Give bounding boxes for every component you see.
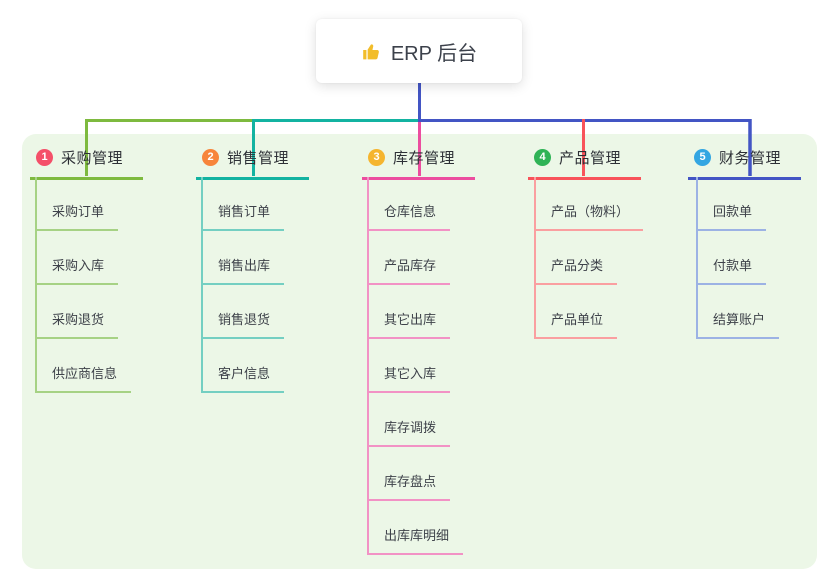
child-node[interactable]: 客户信息: [201, 363, 285, 393]
child-node[interactable]: 出库库明细: [367, 525, 464, 555]
branch-header-finance[interactable]: 5 财务管理: [688, 147, 802, 180]
child-node[interactable]: 供应商信息: [35, 363, 132, 393]
thumbs-up-icon: [363, 43, 379, 59]
branch-children-purchase: 采购订单 采购入库 采购退货 供应商信息: [35, 177, 132, 393]
branch-label: 销售管理: [227, 150, 290, 167]
child-node[interactable]: 付款单: [696, 255, 767, 285]
branch-children-product: 产品（物料） 产品分类 产品单位: [534, 177, 644, 339]
child-node[interactable]: 结算账户: [696, 309, 780, 339]
child-node[interactable]: 产品库存: [367, 255, 451, 285]
mindmap-canvas: [22, 134, 817, 569]
branch-number-badge: 2: [202, 149, 219, 166]
child-node[interactable]: 采购订单: [35, 201, 119, 231]
root-node[interactable]: ERP 后台: [316, 19, 522, 83]
branch-children-inventory: 仓库信息 产品库存 其它出库 其它入库 库存调拨 库存盘点 出库库明细: [367, 177, 464, 555]
child-node[interactable]: 产品（物料）: [534, 201, 644, 231]
branch-number-badge: 3: [368, 149, 385, 166]
branch-header-product[interactable]: 4 产品管理: [528, 147, 642, 180]
child-node[interactable]: 库存调拨: [367, 417, 451, 447]
branch-label: 采购管理: [61, 150, 124, 167]
branch-header-sales[interactable]: 2 销售管理: [196, 147, 310, 180]
child-node[interactable]: 回款单: [696, 201, 767, 231]
child-node[interactable]: 产品单位: [534, 309, 618, 339]
child-node[interactable]: 仓库信息: [367, 201, 451, 231]
branch-header-purchase[interactable]: 1 采购管理: [30, 147, 144, 180]
child-node[interactable]: 销售退货: [201, 309, 285, 339]
child-node[interactable]: 产品分类: [534, 255, 618, 285]
child-node[interactable]: 采购入库: [35, 255, 119, 285]
branch-label: 产品管理: [559, 150, 622, 167]
branch-children-finance: 回款单 付款单 结算账户: [696, 177, 780, 339]
branch-header-inventory[interactable]: 3 库存管理: [362, 147, 476, 180]
root-node-label: ERP 后台: [390, 42, 478, 65]
child-node[interactable]: 其它出库: [367, 309, 451, 339]
branch-label: 库存管理: [393, 150, 456, 167]
branch-number-badge: 5: [694, 149, 711, 166]
child-node[interactable]: 销售出库: [201, 255, 285, 285]
child-node[interactable]: 其它入库: [367, 363, 451, 393]
branch-number-badge: 4: [534, 149, 551, 166]
child-node[interactable]: 库存盘点: [367, 471, 451, 501]
child-node[interactable]: 采购退货: [35, 309, 119, 339]
branch-number-badge: 1: [36, 149, 53, 166]
branch-children-sales: 销售订单 销售出库 销售退货 客户信息: [201, 177, 285, 393]
child-node[interactable]: 销售订单: [201, 201, 285, 231]
branch-label: 财务管理: [719, 150, 782, 167]
